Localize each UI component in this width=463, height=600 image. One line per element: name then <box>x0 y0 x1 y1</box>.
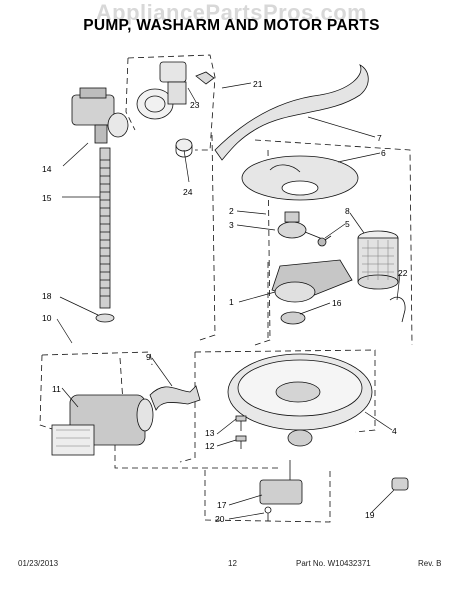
circulation-hose <box>149 385 201 411</box>
callout-9: 9 <box>146 352 151 362</box>
valve-cap <box>175 138 193 158</box>
callout-8: 8 <box>345 206 350 216</box>
leader-lines <box>56 82 401 520</box>
diverter-valve <box>136 61 215 120</box>
footer-revision: Rev. B <box>418 559 442 568</box>
callout-20: 20 <box>215 514 225 524</box>
hose-clamp <box>95 313 115 323</box>
callout-5: 5 <box>345 219 350 229</box>
callout-15: 15 <box>42 193 52 203</box>
filter-assembly <box>357 230 399 290</box>
callout-11: 11 <box>52 384 61 394</box>
callout-24: 24 <box>183 187 193 197</box>
site-watermark: AppliancePartsPros.com <box>95 0 368 25</box>
drain-hose <box>99 147 111 309</box>
drain-pump <box>71 87 129 144</box>
callout-labels: 14 15 18 10 11 9 21 23 24 7 6 2 3 8 5 1 … <box>42 79 408 524</box>
page-title: PUMP, WASHARM AND MOTOR PARTS <box>83 17 380 34</box>
callout-1: 1 <box>229 297 234 307</box>
callout-6: 6 <box>381 148 386 158</box>
footer-date: 01/23/2013 <box>18 559 59 568</box>
callout-10: 10 <box>42 313 52 323</box>
wash-arm-mount <box>277 211 332 247</box>
callout-19: 19 <box>365 510 375 520</box>
callout-18: 18 <box>42 291 52 301</box>
callout-2: 2 <box>229 206 234 216</box>
callout-16: 16 <box>332 298 342 308</box>
callout-12: 12 <box>205 441 215 451</box>
filter-clip <box>389 296 406 323</box>
callout-3: 3 <box>229 220 234 230</box>
callout-14: 14 <box>42 164 52 174</box>
callout-22: 22 <box>398 268 408 278</box>
callout-13: 13 <box>205 428 215 438</box>
lower-spray-arm <box>241 155 359 201</box>
pump-housing <box>271 259 353 325</box>
callout-23: 23 <box>190 100 200 110</box>
wash-arm <box>214 64 369 161</box>
callout-4: 4 <box>392 426 397 436</box>
drain-pump-lower <box>259 460 303 521</box>
sump-assembly <box>227 353 373 447</box>
check-valve <box>391 477 409 491</box>
callout-21: 21 <box>253 79 263 89</box>
footer-part-number: Part No. W10432371 <box>296 559 371 568</box>
footer-page-number: 12 <box>228 559 237 568</box>
callout-17: 17 <box>217 500 227 510</box>
circulation-motor <box>51 394 154 456</box>
callout-7: 7 <box>377 133 382 143</box>
mounting-screws <box>235 415 247 449</box>
